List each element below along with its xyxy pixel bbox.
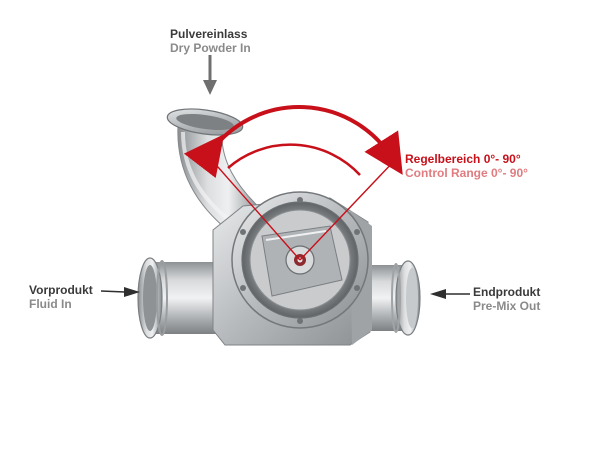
premix-out-label-en: Pre-Mix Out: [473, 299, 541, 313]
angle-line-horizontal: [209, 157, 301, 261]
fluid-in-label-en: Fluid In: [29, 297, 72, 311]
control-range-label-de: Regelbereich 0°- 90°: [405, 152, 521, 166]
premix-out-label-de: Endprodukt: [473, 285, 541, 299]
valve-body: [212, 191, 372, 346]
dry-powder-label-en: Dry Powder In: [170, 41, 251, 55]
control-range-label-en: Control Range 0°- 90°: [405, 166, 528, 180]
dry-powder-label-de: Pulvereinlass: [170, 27, 248, 41]
dry-powder-arrow: [203, 55, 217, 95]
dry-powder-elbow: [166, 108, 263, 233]
control-range-indicator: [183, 105, 403, 261]
fluid-in-label: Vorprodukt Fluid In: [29, 283, 93, 311]
control-range-label: Regelbereich 0°- 90° Control Range 0°- 9…: [405, 152, 528, 180]
dry-powder-label: Pulvereinlass Dry Powder In: [170, 27, 251, 55]
fluid-in-arrow: [100, 287, 140, 297]
premix-out-label: Endprodukt Pre-Mix Out: [473, 285, 540, 313]
premix-out-arrow: [430, 289, 470, 299]
angle-line-vertical: [299, 159, 396, 261]
fluid-in-label-de: Vorprodukt: [29, 283, 93, 297]
